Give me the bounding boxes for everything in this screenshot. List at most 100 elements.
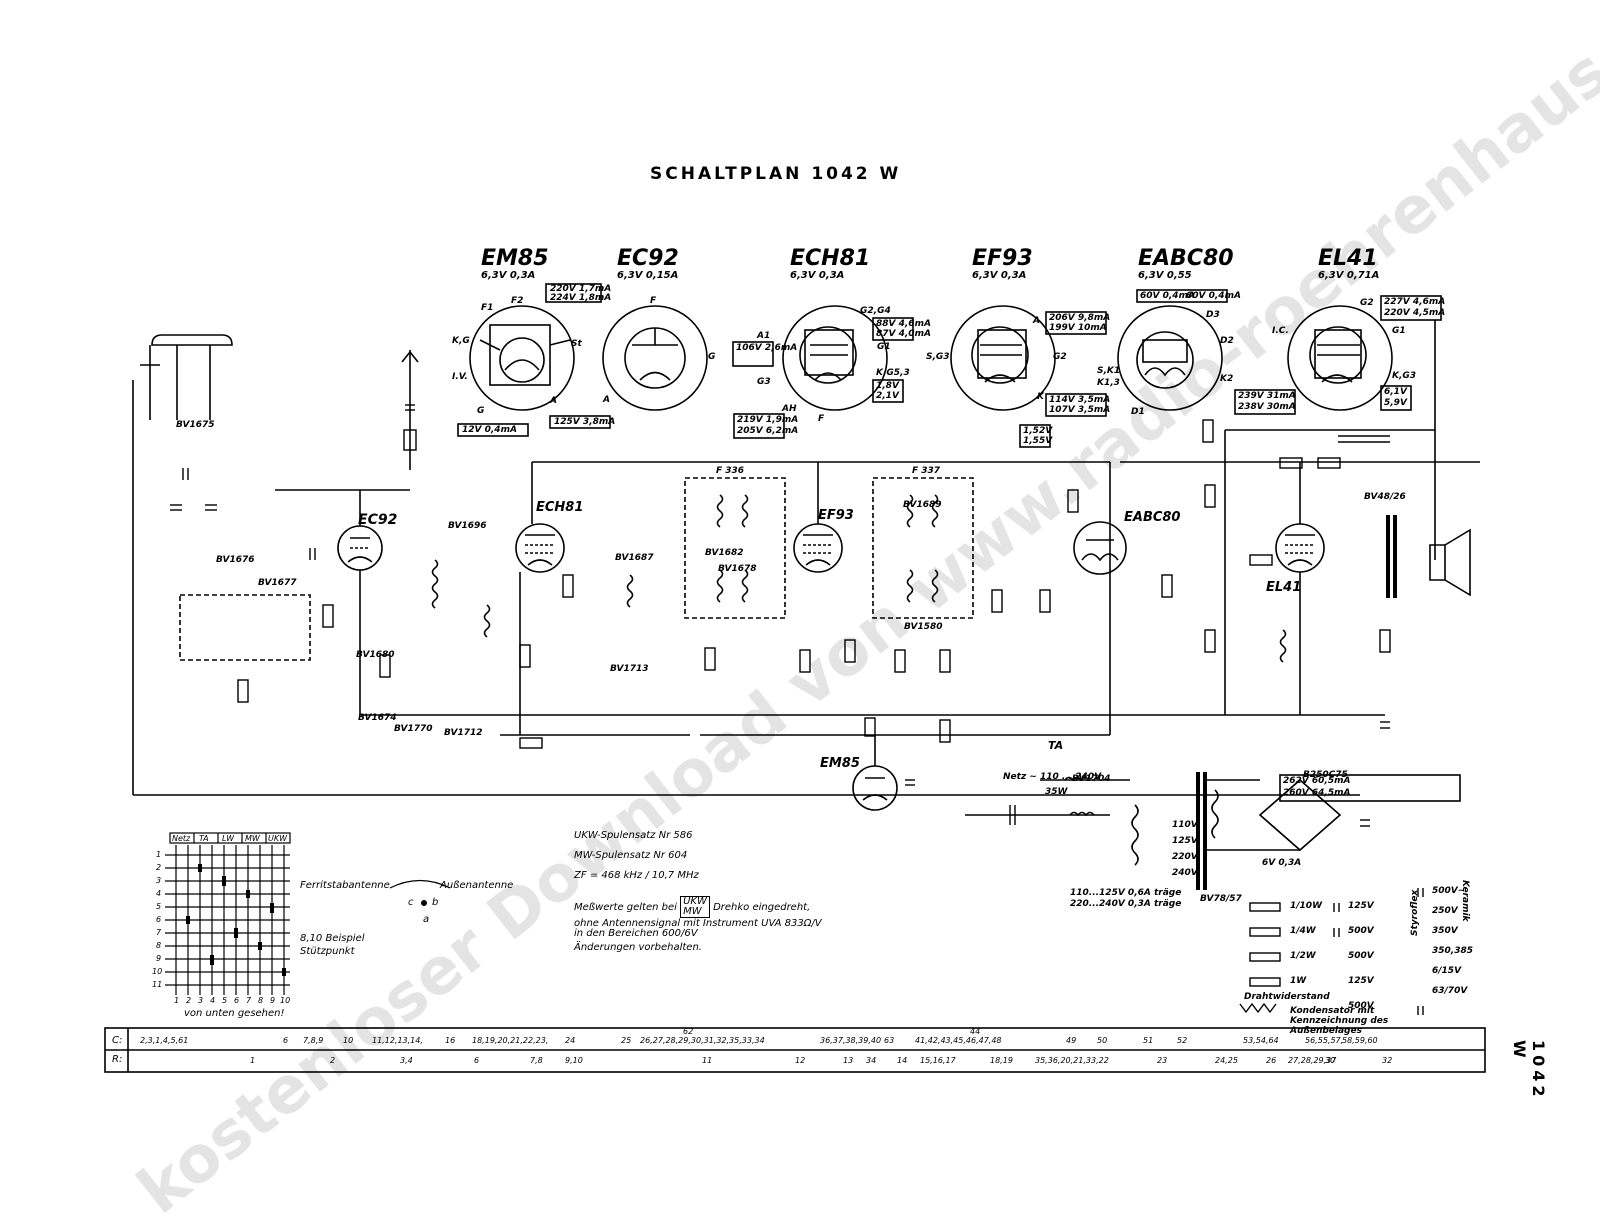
- legend-cap: 63/70V: [1432, 986, 1468, 996]
- pin-label: A: [550, 396, 557, 406]
- parts-r-cell: 26: [1266, 1056, 1277, 1065]
- parts-c-cell: 25: [621, 1036, 632, 1045]
- ta-label: TA: [1048, 739, 1064, 752]
- coil-label: BV1704: [1072, 774, 1111, 784]
- switch-row: 4: [156, 889, 162, 898]
- tube-spec: 6,3V 0,55: [1138, 270, 1192, 281]
- parts-r-cell: 3,4: [400, 1056, 413, 1065]
- coil-label: BV1770: [394, 724, 433, 734]
- parts-r-cell: 34: [866, 1056, 877, 1065]
- switch-header: Netz: [172, 834, 191, 843]
- parts-c-cell: 53,54,64: [1243, 1036, 1279, 1045]
- schem-el41: EL41: [1266, 580, 1302, 595]
- schem-ef93: EF93: [818, 508, 854, 523]
- meas-ech81-6: 219V 1,9mA: [737, 415, 799, 425]
- coil-label: BV1682: [705, 548, 744, 558]
- switch-row: 11: [152, 980, 163, 989]
- legend-res: Drahtwiderstand: [1244, 992, 1330, 1002]
- legend-cap: 125V: [1348, 976, 1374, 986]
- legend-res: 1W: [1290, 976, 1307, 986]
- switch-example: 8,10 Beispiel: [300, 933, 365, 944]
- tube-name: ECH81: [790, 246, 871, 271]
- switch-row: 10: [152, 967, 163, 976]
- legend-cap: 250V: [1432, 906, 1458, 916]
- meas-rect-1: 262V 60,5mA: [1283, 776, 1351, 786]
- switch-support: Stützpunkt: [300, 946, 355, 957]
- parts-r-cell: 24,25: [1215, 1056, 1238, 1065]
- meas-em85-2: 224V 1,8mA: [550, 293, 612, 303]
- meas-el41-6: 238V 30mA: [1238, 402, 1296, 412]
- meas-ech81-3: 87V 4,0mA: [876, 329, 931, 339]
- pin-label: K2: [1220, 374, 1234, 384]
- pin-label: AH: [782, 404, 797, 414]
- meas-ef93-1: 206V 9,8mA: [1049, 313, 1111, 323]
- pin-label: I.V.: [452, 372, 468, 382]
- pin-label: F: [650, 296, 657, 306]
- note-mess-3: in den Bereichen 600/6V: [574, 928, 698, 939]
- legend-styroflex: Styroflex: [1410, 889, 1420, 936]
- switch-col: 3: [198, 996, 204, 1005]
- note-ukw: UKW-Spulensatz Nr 586: [574, 830, 693, 841]
- rectifier-label: B250C75: [1303, 770, 1348, 780]
- coil-label: BV1689: [903, 500, 942, 510]
- schem-em85: EM85: [820, 756, 860, 771]
- pin-label: F1: [481, 303, 494, 313]
- antenna-right: Außenantenne: [440, 880, 514, 891]
- coil-label: BV1676: [216, 555, 255, 565]
- pin-label: A: [603, 395, 610, 405]
- parts-c-cell: 41,42,43,45,46,47,48: [915, 1036, 1002, 1045]
- legend-cap: 500V: [1348, 926, 1374, 936]
- schematic-sheet: kostenloser Download von www.radio-roehr…: [104, 0, 1600, 1229]
- pin-label: F2: [511, 296, 524, 306]
- parts-r-cell: 15,16,17: [920, 1056, 956, 1065]
- note-mess-2: ohne Antennensignal mit Instrument UVA 8…: [574, 918, 822, 929]
- legend-cap: 6/15V: [1432, 966, 1462, 976]
- pin-label: G: [708, 352, 716, 362]
- switch-col: 9: [270, 996, 276, 1005]
- schem-ec92: EC92: [358, 512, 398, 528]
- circuit-diagram: [104, 283, 1486, 1073]
- parts-c-cell: 16: [445, 1036, 456, 1045]
- fuse-label: 35W: [1045, 787, 1068, 797]
- switch-header: LW: [222, 834, 235, 843]
- parts-r-cell: 18,19: [990, 1056, 1013, 1065]
- switch-col: 6: [234, 996, 240, 1005]
- parts-c-cell: 7,8,9: [303, 1036, 324, 1045]
- parts-r-cell: 1: [250, 1056, 256, 1065]
- meas-ef93-2: 199V 10mA: [1049, 323, 1107, 333]
- pin-label: K,G3: [1392, 371, 1417, 381]
- meas-eabc80-2: 60V 0,4mA: [1186, 291, 1241, 301]
- switch-caption: von unten gesehen!: [184, 1008, 285, 1019]
- pin-label: G3: [757, 377, 771, 387]
- parts-r-cell: 6: [474, 1056, 480, 1065]
- schem-eabc80: EABC80: [1124, 510, 1181, 525]
- pin-label: A: [1033, 316, 1040, 326]
- switch-col: 4: [210, 996, 216, 1005]
- tap-label: 220V: [1172, 852, 1198, 862]
- switch-row: 9: [156, 954, 162, 963]
- legend-cap: 125V: [1348, 901, 1374, 911]
- tube-spec: 6,3V 0,3A: [481, 270, 536, 281]
- meas-ech81-2: 88V 4,6mA: [876, 319, 931, 329]
- coil-label: BV1696: [448, 521, 487, 531]
- switch-row: 1: [156, 850, 162, 859]
- pin-label: S,G3: [926, 352, 950, 362]
- tube-header-el41: EL41 6,3V 0,71A: [1318, 248, 1379, 282]
- lamp-label: 6V 0,3A: [1262, 858, 1302, 868]
- switch-row: 2: [156, 863, 162, 872]
- parts-c-top: 62: [683, 1027, 694, 1036]
- meas-el41-5: 239V 31mA: [1238, 391, 1296, 401]
- parts-c-cell: 26,27,28,29,30,31,32,35,33,34: [640, 1036, 765, 1045]
- meas-rect-2: 260V 64,5mA: [1283, 788, 1351, 798]
- parts-r-cell: 13: [843, 1056, 854, 1065]
- pin-label: S,K1: [1097, 366, 1121, 376]
- parts-r-cell: 12: [795, 1056, 806, 1065]
- meas-ef93-6: 1,55V: [1023, 436, 1053, 446]
- parts-r-cell: 23: [1157, 1056, 1168, 1065]
- meas-ech81-7: 205V 6,2mA: [737, 426, 799, 436]
- parts-c-cell: 10: [343, 1036, 354, 1045]
- legend-cap: 500V: [1348, 951, 1374, 961]
- parts-c-label: C:: [112, 1035, 123, 1046]
- filter-label: F 337: [912, 466, 941, 476]
- legend-cap: 350V: [1432, 926, 1458, 936]
